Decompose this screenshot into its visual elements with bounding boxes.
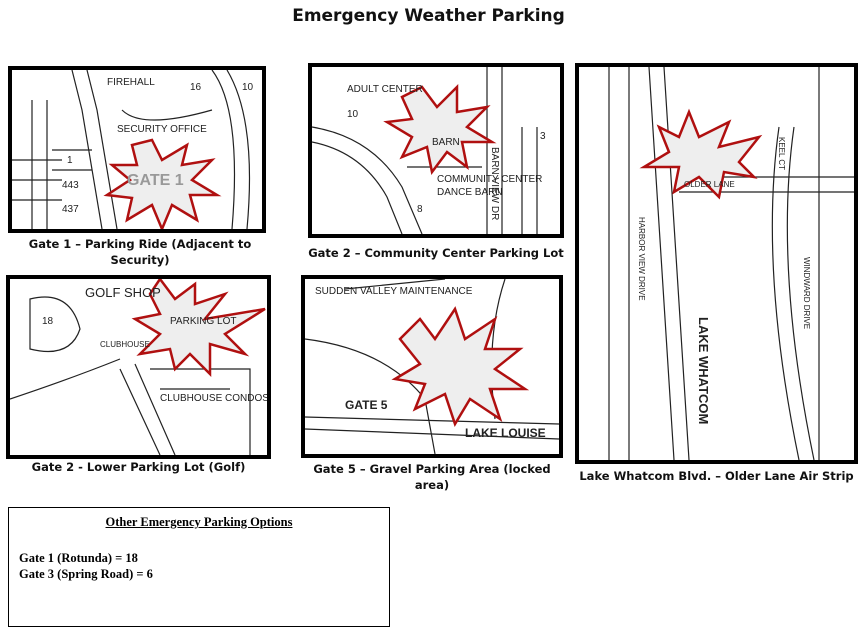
map-label: GOLF SHOP	[85, 285, 161, 300]
map-label: SUDDEN VALLEY MAINTENANCE	[315, 286, 473, 297]
option-line: Gate 1 (Rotunda) = 18	[19, 551, 138, 565]
map-label: PARKING LOT	[170, 316, 237, 327]
map-label: CLUBHOUSE CONDOS	[160, 393, 267, 404]
map-caption: Lake Whatcom Blvd. – Older Lane Air Stri…	[579, 469, 854, 483]
map-caption: Gate 2 – Community Center Parking Lot	[308, 246, 564, 260]
map-label: DANCE BARN	[437, 187, 503, 198]
map-label: WINDWARD DRIVE	[802, 257, 811, 329]
map-label: 10	[347, 109, 359, 120]
map-caption: Gate 2 - Lower Parking Lot (Golf)	[31, 460, 246, 474]
map-gate-1: FIREHALL SECURITY OFFICE GATE 1 443 437 …	[8, 66, 266, 233]
map-label: 443	[62, 180, 79, 191]
map-label: LAKE LOUISE	[465, 426, 546, 440]
map-label: 1	[67, 155, 73, 166]
map-label: OLDER LANE	[684, 180, 735, 189]
other-parking-options-box: Other Emergency Parking Options Gate 1 (…	[8, 507, 390, 627]
map-label: FIREHALL	[107, 77, 155, 88]
map-gate-2-community-center: ADULT CENTER 10 BARN COMMUNITY CENTER DA…	[308, 63, 564, 238]
map-caption: Gate 1 – Parking Ride (Adjacent to Secur…	[28, 237, 252, 267]
map-label: HARBOR VIEW DRIVE	[637, 217, 646, 301]
map-label: CLUBHOUSE	[100, 340, 150, 349]
other-options-heading: Other Emergency Parking Options	[105, 515, 293, 529]
map-label: COMMUNITY CENTER	[437, 174, 542, 185]
map-label: BARN	[432, 137, 460, 148]
map-label: ADULT CENTER	[347, 84, 423, 95]
map-label: 8	[417, 204, 423, 215]
map-label: KEEL CT	[777, 137, 786, 170]
map-label: LAKE WHATCOM	[696, 317, 711, 424]
map-label: 16	[190, 82, 202, 93]
map-label: BARN VIEW DR	[489, 147, 500, 220]
map-label: 10	[242, 82, 254, 93]
map-label: GATE 1	[127, 172, 184, 189]
page-title: Emergency Weather Parking	[292, 6, 565, 26]
map-gate-2-golf: GOLF SHOP 18 PARKING LOT CLUBHOUSE CLUBH…	[6, 275, 271, 459]
map-label: GATE 5	[345, 398, 388, 412]
map-label: SECURITY OFFICE	[117, 124, 207, 135]
map-gate-5: SUDDEN VALLEY MAINTENANCE GATE 5 LAKE LO…	[301, 275, 563, 458]
map-caption: Gate 5 – Gravel Parking Area (locked are…	[313, 462, 551, 492]
map-older-lane-airstrip: OLDER LANE HARBOR VIEW DRIVE LAKE WHATCO…	[575, 63, 858, 464]
map-label: 437	[62, 204, 79, 215]
map-label: 3	[540, 131, 546, 142]
option-line: Gate 3 (Spring Road) = 6	[19, 567, 153, 581]
map-label: 18	[42, 316, 54, 327]
